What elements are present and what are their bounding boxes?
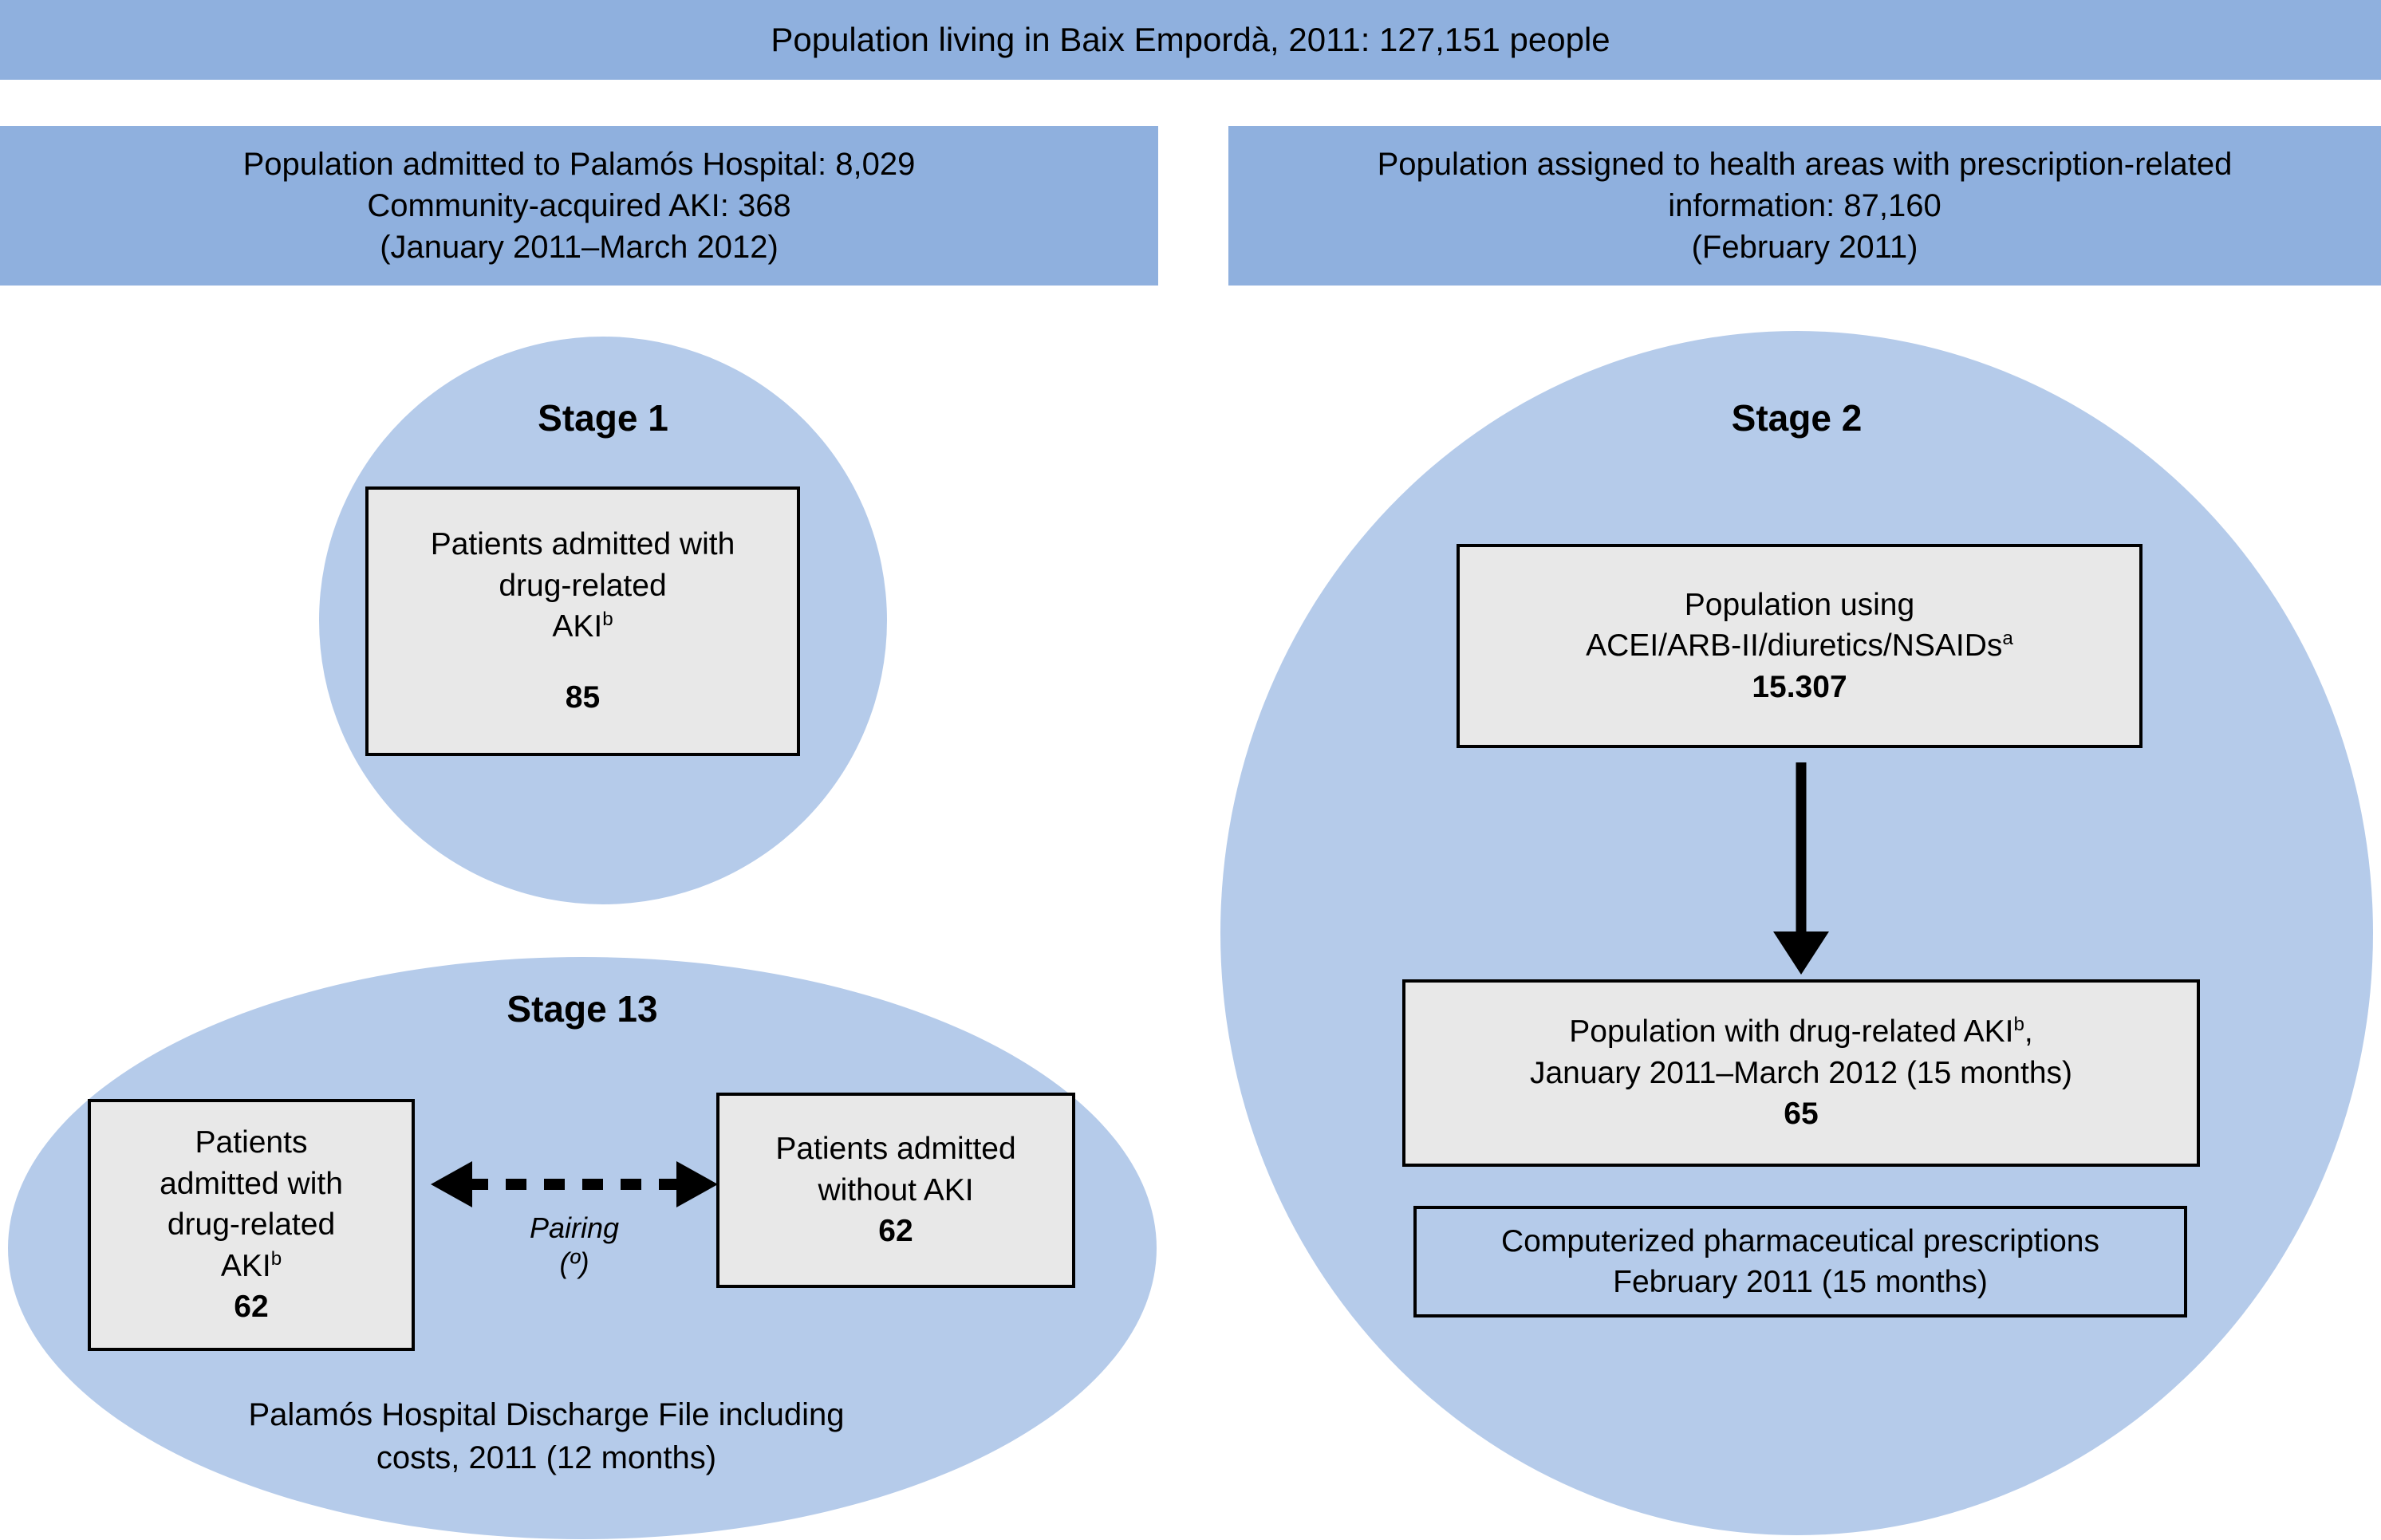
stage2-mid-line-1-superscript: b: [2013, 1014, 2024, 1036]
stage1-box-line-3-superscript: b: [602, 609, 613, 630]
stage13-left-line-2: admitted with: [160, 1166, 343, 1201]
down-arrow-icon: [1773, 762, 1829, 975]
stage13-left-line-4-superscript: b: [270, 1247, 282, 1270]
stage13-caption-line-1: Palamós Hospital Discharge File includin…: [248, 1397, 845, 1432]
stage2-mid-line-1-tail: ,: [2024, 1014, 2033, 1050]
stage2-top-line-2: ACEI/ARB-II/diuretics/NSAIDsa: [1586, 625, 2013, 666]
stage1-box-count: 85: [565, 680, 601, 715]
stage1-title: Stage 1: [538, 397, 668, 439]
stage1-box-line-3: AKIb: [552, 606, 613, 647]
stage1-box-line-2: drug-related: [499, 568, 667, 603]
stage13-left-line-4-text: AKI: [220, 1248, 271, 1283]
stage2-bottom-line-2: February 2011 (15 months): [1613, 1265, 1988, 1299]
stage2-mid-line-1: Population with drug-related AKIb,: [1569, 1011, 2032, 1052]
stage2-mid-line-2: January 2011–March 2012 (15 months): [1529, 1055, 2072, 1090]
pairing-label-text: Pairing: [529, 1211, 620, 1244]
right-header-band: Population assigned to health areas with…: [1228, 126, 2381, 286]
stage13-title: Stage 13: [507, 988, 658, 1030]
pairing-marker: (º): [559, 1246, 589, 1279]
stage13-right-box: Patients admitted without AKI 62: [716, 1093, 1075, 1288]
left-band-line-1: Population admitted to Palamós Hospital:…: [242, 147, 916, 182]
stage2-middle-box: Population with drug-related AKIb, Janua…: [1402, 979, 2200, 1167]
stage13-right-count: 62: [878, 1214, 913, 1249]
pairing-label: Pairing (º): [447, 1211, 702, 1281]
stage2-mid-line-1-text: Population with drug-related AKI: [1569, 1014, 2014, 1050]
left-band-line-3: (January 2011–March 2012): [380, 230, 779, 265]
double-headed-dashed-arrow-icon: [431, 1161, 718, 1207]
stage13-right-line-1: Patients admitted: [775, 1132, 1016, 1167]
stage2-bottom-box: Computerized pharmaceutical prescription…: [1413, 1206, 2187, 1317]
left-band-line-2: Community-acquired AKI: 368: [367, 188, 791, 223]
stage13-caption-line-2: costs, 2011 (12 months): [376, 1440, 717, 1475]
stage13-caption: Palamós Hospital Discharge File includin…: [88, 1394, 1005, 1479]
stage2-top-line-1: Population using: [1684, 587, 1915, 622]
stage2-top-line-2-text: ACEI/ARB-II/diuretics/NSAIDs: [1586, 628, 2003, 664]
stage13-left-count: 62: [234, 1290, 269, 1325]
stage13-right-line-2: without AKI: [818, 1172, 974, 1207]
stage13-left-line-3: drug-related: [167, 1207, 336, 1243]
stage2-bottom-line-1: Computerized pharmaceutical prescription…: [1500, 1223, 2099, 1258]
left-header-band: Population admitted to Palamós Hospital:…: [0, 126, 1158, 286]
stage2-top-line-2-superscript: a: [2002, 628, 2013, 650]
stage1-box: Patients admitted with drug-related AKIb…: [365, 486, 800, 756]
top-banner-text: Population living in Baix Empordà, 2011:…: [771, 20, 1610, 58]
stage1-box-line-3-text: AKI: [552, 609, 603, 644]
stage13-left-line-1: Patients: [195, 1125, 308, 1160]
stage2-top-box: Population using ACEI/ARB-II/diuretics/N…: [1457, 544, 2143, 748]
stage2-title: Stage 2: [1731, 397, 1863, 439]
stage13-left-line-4: AKIb: [221, 1246, 282, 1286]
stage13-left-box: Patients admitted with drug-related AKIb…: [88, 1099, 415, 1351]
top-population-banner: Population living in Baix Empordà, 2011:…: [0, 0, 2381, 80]
stage2-mid-count: 65: [1784, 1097, 1819, 1132]
right-band-line-2: information: 87,160: [1668, 188, 1941, 223]
right-band-line-3: (February 2011): [1691, 230, 1918, 265]
stage2-top-count: 15.307: [1752, 669, 1847, 704]
stage1-box-line-1: Patients admitted with: [430, 527, 735, 562]
right-band-line-1: Population assigned to health areas with…: [1377, 147, 2233, 182]
